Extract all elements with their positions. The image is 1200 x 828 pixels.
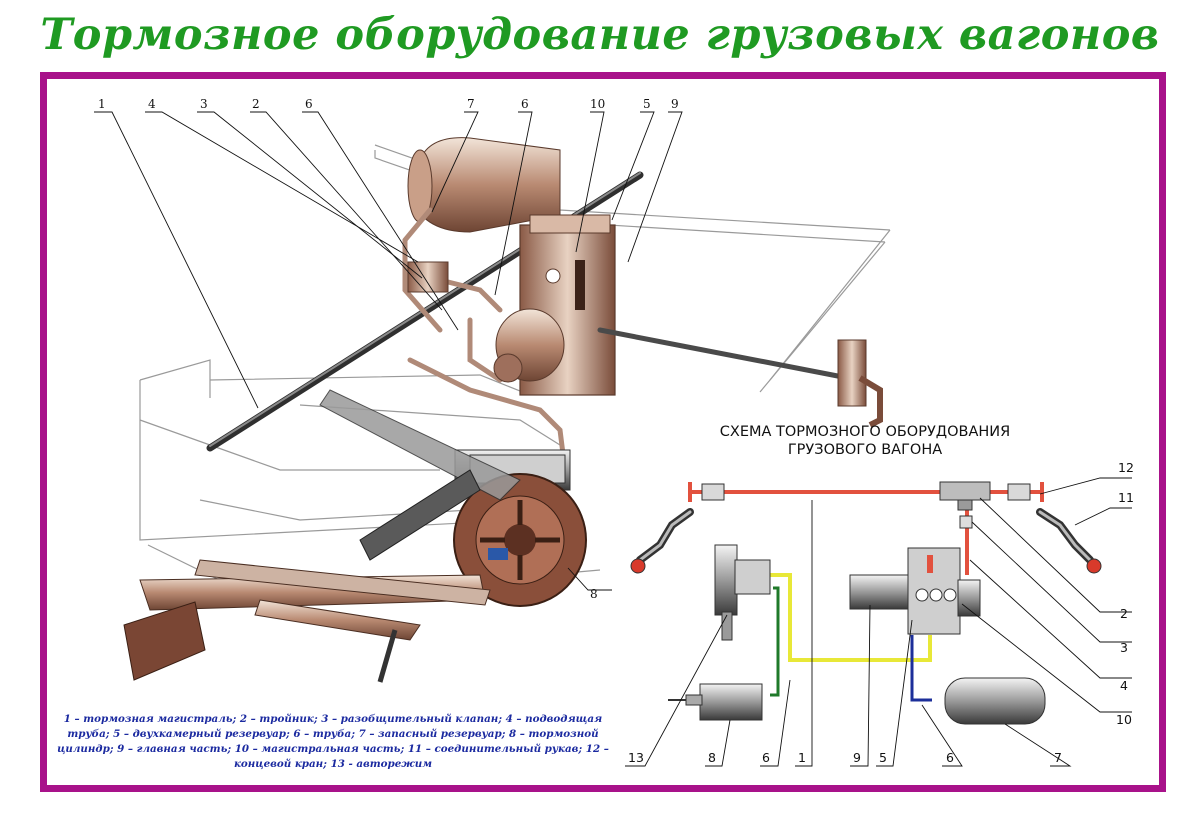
label-10: 10 [590,97,605,111]
label-2r: 2 [1120,606,1128,621]
schema-air-distributor [849,547,981,635]
page-title: Тормозное оборудование грузовых вагонов [40,10,1160,60]
air-distributor-3d [493,214,616,396]
label-5: 5 [643,97,651,111]
schema-title-line1: СХЕМА ТОРМОЗНОГО ОБОРУДОВАНИЯ [719,424,1011,440]
label-13: 13 [628,750,644,765]
label-7b: 7 [1054,750,1062,765]
label-9: 9 [671,97,679,111]
label-7: 7 [467,97,475,111]
schema-green-pipe [770,586,780,697]
label-8b: 8 [708,750,716,765]
label-8-main: 8 [590,587,598,601]
schema-blue-pipe [910,635,932,702]
schema-supply-pipe [770,573,932,662]
label-5b: 5 [879,750,887,765]
schema-tee [939,481,991,529]
callout-numbers-bottom: 13 8 6 1 9 5 6 7 [628,750,1062,765]
schema-title-line2: ГРУЗОВОГО ВАГОНА [787,442,943,458]
end-cock-right [1007,483,1102,574]
label-10r: 10 [1116,712,1132,727]
schema-autoregime [714,544,771,641]
label-11: 11 [1118,490,1134,505]
schema-title: СХЕМА ТОРМОЗНОГО ОБОРУДОВАНИЯ ГРУЗОВОГО … [700,423,1030,459]
leader-lines-right [961,477,1132,713]
callout-numbers-right: 12 11 2 3 4 10 [1116,460,1134,727]
label-2: 2 [252,97,260,111]
label-4r: 4 [1120,678,1128,693]
label-6: 6 [305,97,313,111]
label-1: 1 [98,97,106,111]
label-3: 3 [200,97,208,111]
label-4: 4 [148,97,156,111]
label-12: 12 [1118,460,1134,475]
diagram-frame [40,72,1166,792]
legend-caption: 1 – тормозная магистраль; 2 – тройник; 3… [57,713,609,770]
tee-block-3d [407,261,449,293]
brake-levers-3d [123,389,521,683]
leader-lines-bottom [625,500,1072,767]
callout-numbers-top: 1 4 3 2 6 7 6 10 5 9 8 [98,97,679,601]
label-9b: 9 [853,750,861,765]
leader-lines-top [94,111,683,591]
release-rod-3d [597,327,883,428]
auxiliary-reservoir-3d [407,137,561,233]
label-6c: 6 [762,750,770,765]
schema-reservoir [944,677,1046,725]
schema-brake-cylinder [668,683,763,721]
label-6d: 6 [946,750,954,765]
label-1b: 1 [798,750,806,765]
label-3r: 3 [1120,640,1128,655]
end-cock-left [630,483,725,574]
label-6b: 6 [521,97,529,111]
